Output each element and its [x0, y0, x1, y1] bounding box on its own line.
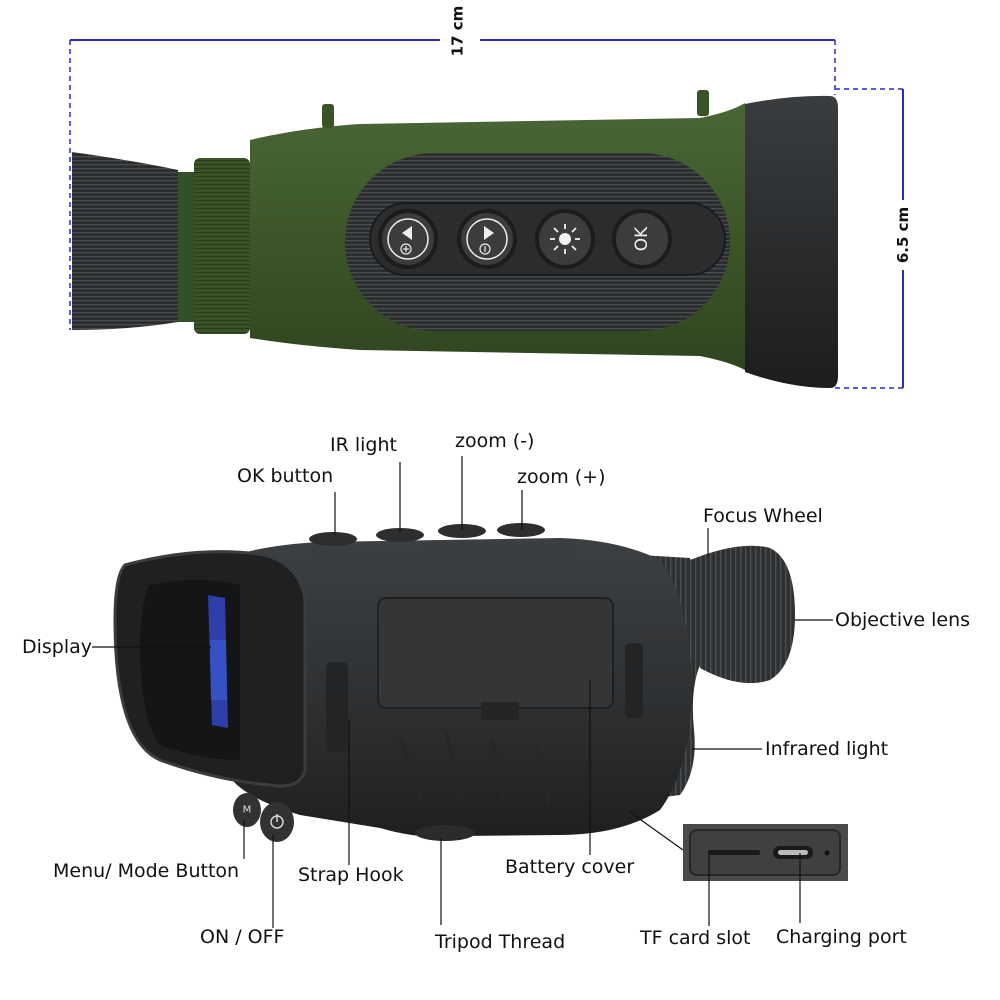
objective-lens-barrel — [690, 545, 795, 684]
menu-mode-button[interactable]: M — [233, 793, 261, 827]
callout-infrared-light: Infrared light — [765, 738, 889, 760]
strap-hook-right — [625, 643, 643, 718]
ok-button-top[interactable]: OK — [612, 209, 672, 269]
callout-zoom-plus: zoom (+) — [517, 466, 606, 488]
callout-tf-card-slot: TF card slot — [640, 927, 751, 949]
callout-ir-light: IR light — [330, 434, 397, 456]
zoom-plus-button[interactable] — [378, 209, 438, 269]
length-dimension-line — [69, 39, 836, 330]
port-panel — [683, 824, 848, 881]
height-dimension-line — [835, 88, 904, 389]
strap-hook-left — [326, 662, 348, 752]
tf-card-slot-graphic — [708, 850, 760, 855]
callout-zoom-minus: zoom (-) — [455, 430, 535, 452]
eyecup — [72, 152, 178, 330]
ir-light-button[interactable] — [535, 209, 595, 269]
callout-menu-mode-button: Menu/ Mode Button — [53, 860, 240, 882]
callout-on-off: ON / OFF — [200, 926, 285, 948]
zoom-minus-button[interactable] — [457, 209, 517, 269]
callout-strap-hook: Strap Hook — [298, 864, 404, 886]
callout-focus-wheel: Focus Wheel — [703, 505, 823, 527]
callout-leader-lines — [92, 456, 833, 928]
length-dimension-label: 17 cm — [448, 5, 467, 57]
svg-text:M: M — [243, 805, 252, 816]
callout-battery-cover: Battery cover — [505, 856, 635, 878]
svg-text:OK: OK — [632, 226, 652, 251]
objective-cap — [745, 95, 838, 389]
callout-objective-lens: Objective lens — [835, 609, 971, 631]
height-dimension-label: 6.5 cm — [894, 206, 913, 264]
callout-display: Display — [22, 636, 93, 658]
callout-tripod-thread: Tripod Thread — [435, 931, 566, 953]
callout-ok-button: OK button — [237, 465, 334, 487]
power-button[interactable] — [260, 802, 294, 842]
callout-charging-port: Charging port — [776, 926, 907, 948]
focus-ring — [194, 158, 250, 334]
battery-cover — [377, 597, 614, 709]
